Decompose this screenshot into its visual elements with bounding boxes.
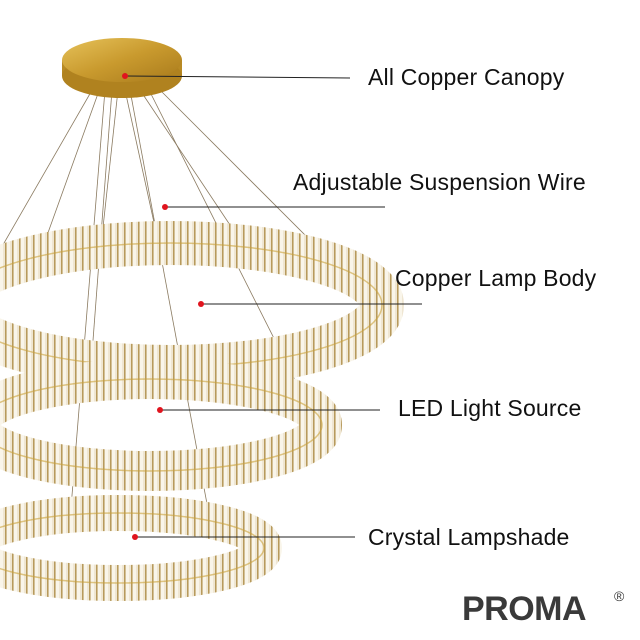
brand-logo: PROMA bbox=[462, 590, 587, 628]
marker-dot-canopy bbox=[122, 73, 128, 79]
marker-dot-crystal bbox=[132, 534, 138, 540]
marker-dot-wire bbox=[162, 204, 168, 210]
label-crystal-lampshade: Crystal Lampshade bbox=[368, 524, 570, 550]
canopy bbox=[62, 38, 182, 98]
marker-dot-led bbox=[157, 407, 163, 413]
ring-large bbox=[0, 221, 404, 389]
label-adjustable-suspension-wire: Adjustable Suspension Wire bbox=[293, 169, 586, 195]
label-all-copper-canopy: All Copper Canopy bbox=[368, 64, 565, 90]
label-led-light-source: LED Light Source bbox=[398, 395, 582, 421]
callout-line-canopy bbox=[124, 75, 351, 79]
marker-dot-body bbox=[198, 301, 204, 307]
ring-small bbox=[0, 495, 282, 601]
ring-medium bbox=[0, 359, 342, 491]
label-copper-lamp-body: Copper Lamp Body bbox=[395, 265, 597, 291]
registered-mark: ® bbox=[614, 588, 625, 604]
